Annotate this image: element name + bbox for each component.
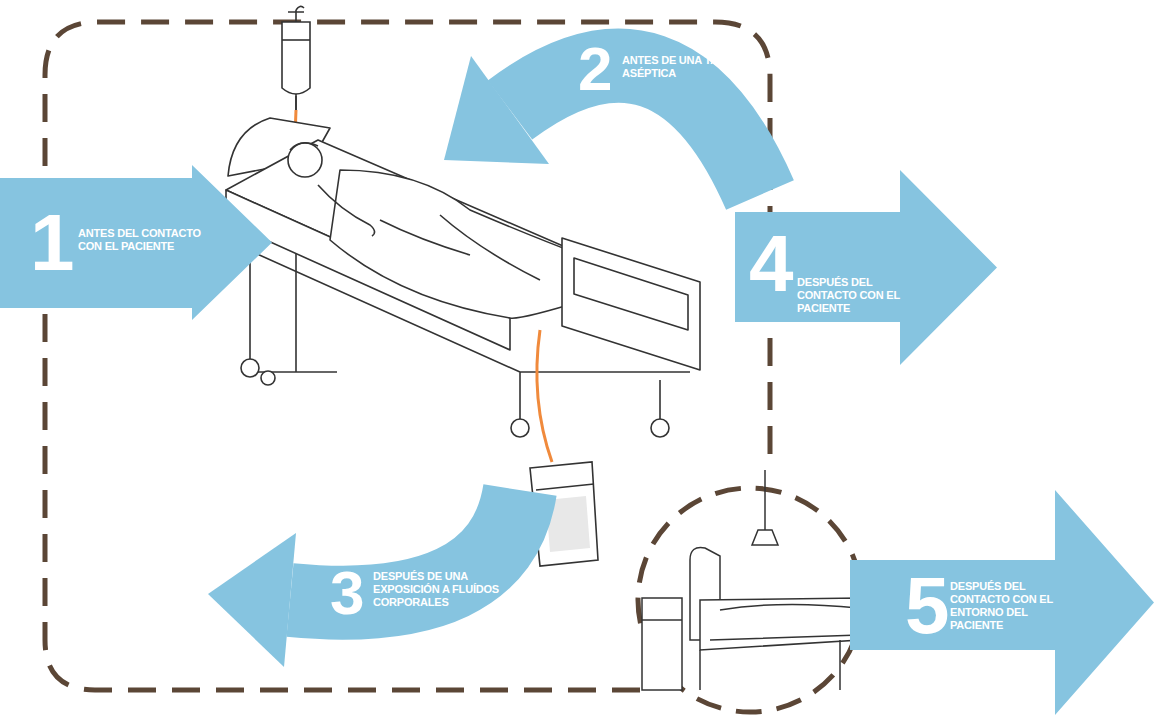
step-label: ANTES DE UNA TAREA ASÉPTICA bbox=[622, 54, 742, 80]
arrow-shape bbox=[180, 470, 550, 690]
step-label: ANTES DEL CONTACTO CON EL PACIENTE bbox=[78, 227, 203, 253]
environment-zone-outline bbox=[638, 488, 862, 712]
step-label: DESPUÉS DEL CONTACTO CON EL PACIENTE bbox=[797, 276, 922, 315]
arrow-fill bbox=[444, 56, 549, 164]
step-arrow: 4DESPUÉS DEL CONTACTO CON EL PACIENTE bbox=[735, 170, 997, 365]
step-arrow: 2 ANTES DE UNA TAREA ASÉPTICA bbox=[410, 10, 780, 240]
environment-bed bbox=[642, 470, 860, 690]
arrow-fill bbox=[510, 66, 760, 195]
step-number: 4 bbox=[749, 224, 794, 304]
step-label: DESPUÉS DE UNA EXPOSICIÓN A FLUÍDOS CORP… bbox=[373, 570, 513, 609]
drainage-tube bbox=[537, 330, 552, 462]
step-number: 2 bbox=[578, 38, 612, 100]
arrow-fill bbox=[0, 165, 272, 320]
step-number: 3 bbox=[330, 562, 364, 624]
patient-zone-outline bbox=[45, 22, 770, 690]
step-arrow: 3DESPUÉS DE UNA EXPOSICIÓN A FLUÍDOS COR… bbox=[180, 470, 550, 690]
arrow-fill bbox=[850, 490, 1154, 715]
step-label: DESPUÉS DEL CONTACTO CON EL ENTORNO DEL … bbox=[950, 580, 1075, 632]
step-arrow: 1ANTES DEL CONTACTO CON EL PACIENTE bbox=[0, 165, 272, 320]
arrow-fill bbox=[735, 170, 997, 365]
arrow-fill bbox=[208, 533, 296, 667]
step-arrow: 5DESPUÉS DEL CONTACTO CON EL ENTORNO DEL… bbox=[850, 490, 1154, 715]
step-number: 5 bbox=[905, 566, 950, 646]
patient-bed bbox=[226, 118, 700, 437]
step-number: 1 bbox=[30, 203, 75, 283]
